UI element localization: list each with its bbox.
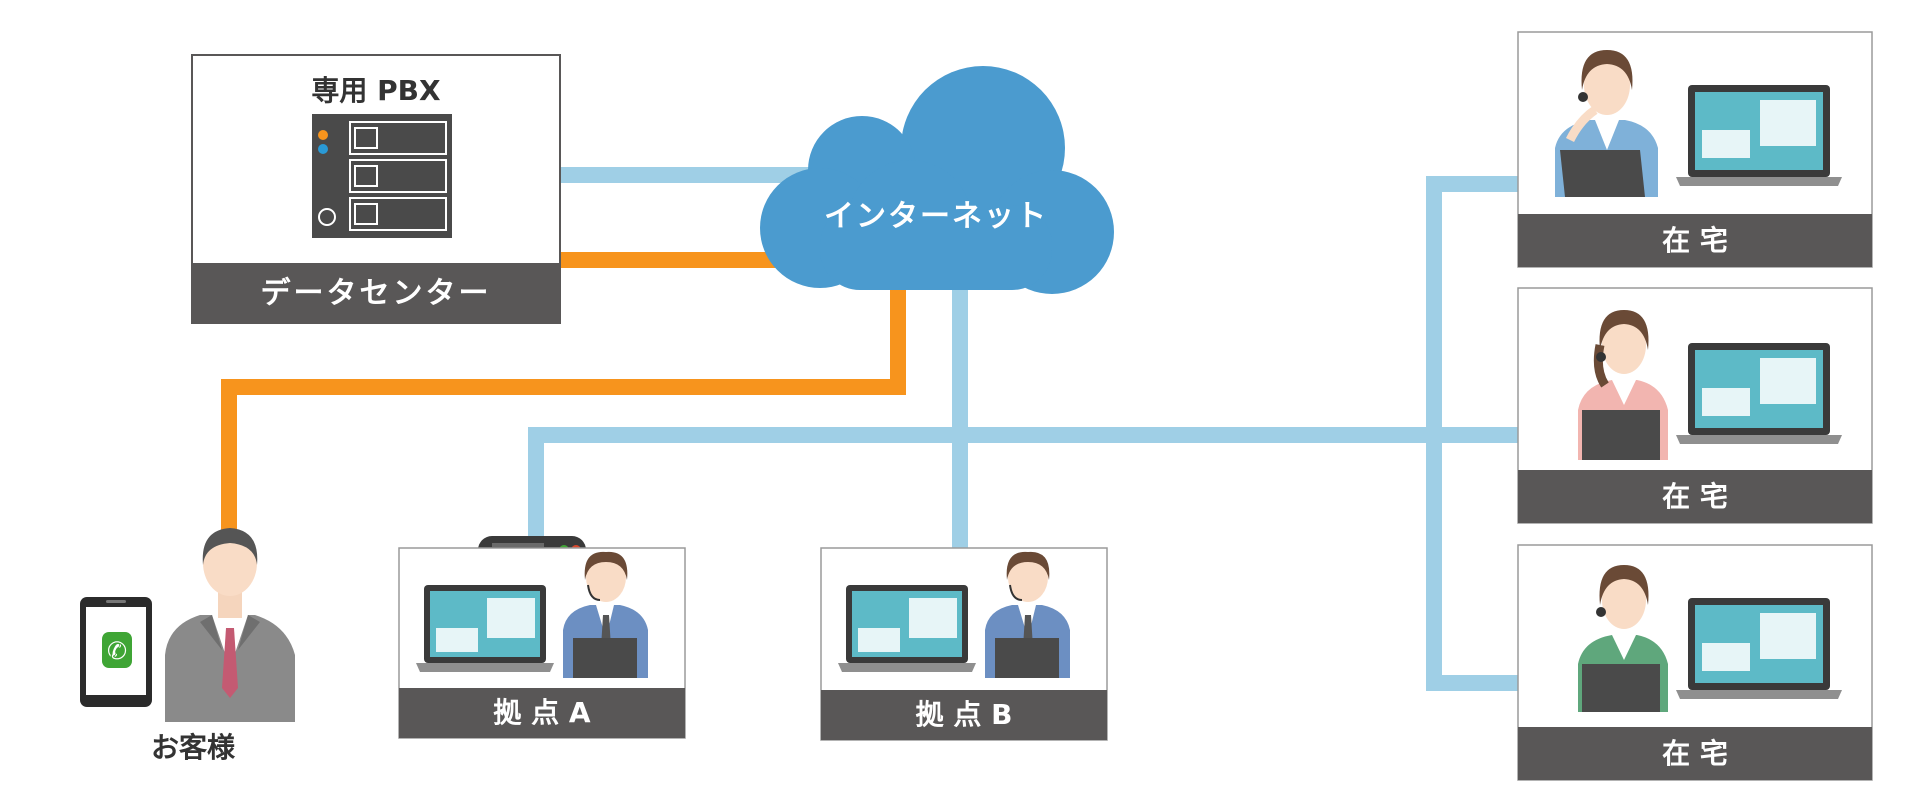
home-2-caption: 在 宅 — [1662, 480, 1728, 513]
laptop-icon — [1676, 85, 1842, 186]
office-b-caption: 拠 点 B — [916, 698, 1013, 731]
data-center-caption-bar — [192, 263, 560, 323]
server-rack-icon — [312, 114, 452, 238]
line-home-3-blue — [1426, 675, 1518, 691]
customer-figure: ✆ お客様 — [80, 528, 295, 764]
home-3-caption: 在 宅 — [1662, 737, 1728, 770]
operator-avatar — [985, 551, 1070, 678]
office-a-box: 拠 点 A — [398, 547, 686, 739]
internet-cloud: インターネット — [760, 66, 1114, 294]
operator-avatar — [1555, 50, 1658, 197]
customer-label: お客様 — [151, 731, 236, 764]
line-cloud-down-blue — [952, 270, 968, 550]
data-center-box: 専用 PBX データセンター — [191, 54, 561, 324]
pbx-title: 専用 PBX — [311, 74, 441, 107]
line-pbx-cloud-orange — [560, 252, 790, 268]
office-a-caption-bar — [399, 688, 685, 738]
cloud-label: インターネット — [824, 199, 1048, 234]
laptop-icon — [416, 585, 554, 672]
home-2-caption-bar — [1518, 470, 1872, 523]
home-3-box: 在 宅 — [1517, 544, 1873, 781]
office-b-box: 拠 点 B — [820, 547, 1108, 741]
line-home-1-blue — [1426, 176, 1518, 192]
line-homes-vertical-blue — [1426, 176, 1442, 691]
data-center-caption: データセンター — [261, 276, 492, 311]
laptop-icon — [1676, 343, 1842, 444]
line-backbone-blue — [528, 427, 1518, 443]
line-cloud-customer-orange — [221, 270, 906, 555]
line-pbx-cloud-blue — [560, 167, 810, 183]
businessman-avatar — [165, 528, 295, 722]
connection-lines — [221, 167, 1518, 691]
home-1-box: 在 宅 — [1517, 31, 1873, 268]
operator-avatar — [1578, 310, 1668, 460]
operator-avatar — [1578, 565, 1668, 712]
home-1-caption: 在 宅 — [1662, 224, 1728, 257]
operator-avatar — [563, 551, 648, 678]
svg-text:✆: ✆ — [107, 637, 127, 665]
laptop-icon — [1676, 598, 1842, 699]
home-2-box: 在 宅 — [1517, 287, 1873, 524]
home-1-caption-bar — [1518, 214, 1872, 267]
smartphone-icon: ✆ — [80, 597, 152, 707]
home-3-caption-bar — [1518, 727, 1872, 780]
line-office-a-blue — [528, 427, 544, 542]
office-a-caption: 拠 点 A — [493, 696, 590, 729]
office-b-caption-bar — [821, 690, 1107, 740]
laptop-icon — [838, 585, 976, 672]
